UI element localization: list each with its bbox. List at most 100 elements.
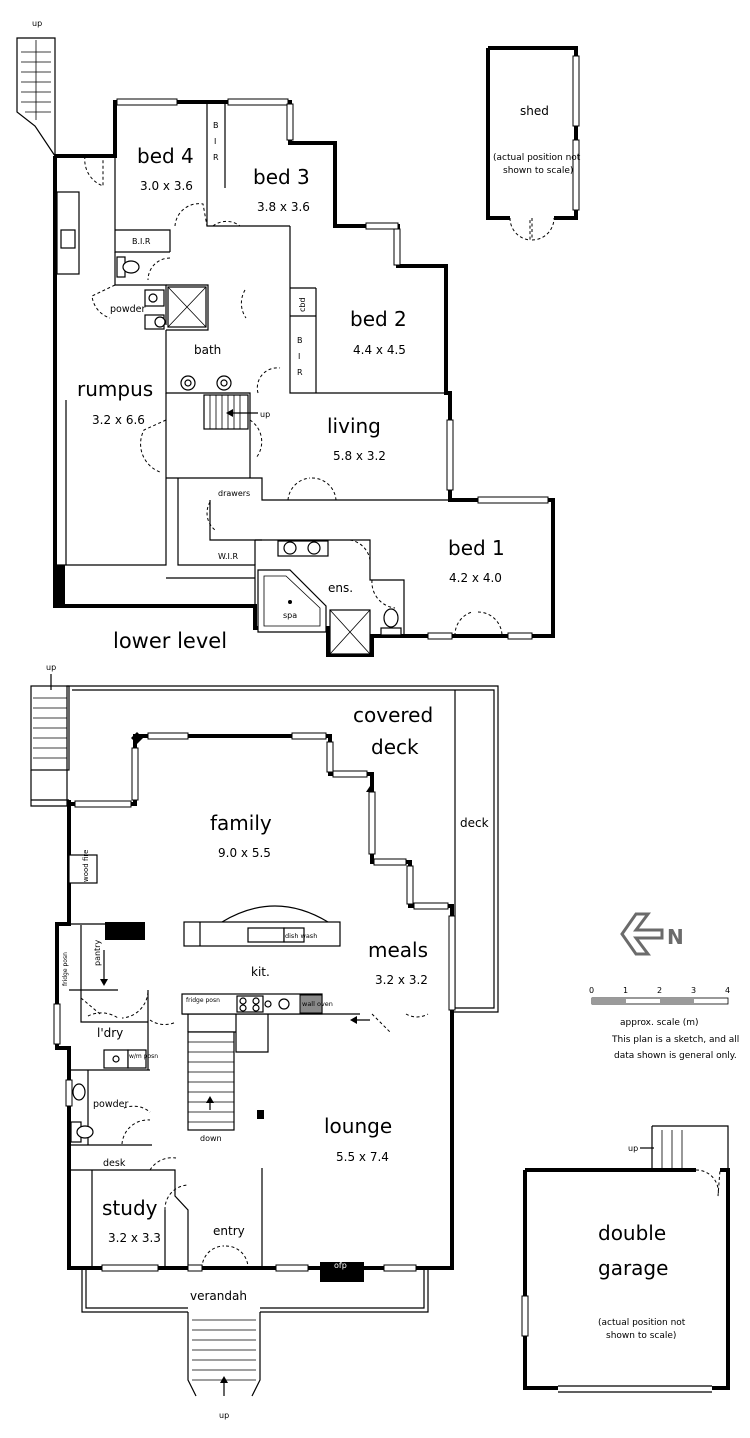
legend: N 0 1 2 3 4 approx. scale (m) This plan … [589,912,739,1061]
disclaimer-1: This plan is a sketch, and all [611,1035,739,1045]
family-name: family [210,811,272,835]
upper-external-stair: up [30,663,70,771]
family-dims: 9.0 x 5.5 [218,846,271,860]
down-label: down [200,1134,222,1143]
wir-label: W.I.R [218,552,238,561]
bath-label: bath [194,343,221,357]
upper-labels: covered deck deck family 9.0 x 5.5 meals… [62,703,489,1420]
verandah [81,1270,429,1397]
north-label: N [667,925,684,949]
covered-deck-line2: deck [371,735,419,759]
bed3-dims: 3.8 x 3.6 [257,200,310,214]
scale-tick-0: 0 [589,986,594,995]
front-stair-up: up [219,1411,229,1420]
ens-label: ens. [328,581,353,595]
lower-interior-walls [55,102,450,636]
bed1-dims: 4.2 x 4.0 [449,571,502,585]
desk-label: desk [103,1158,126,1169]
upper-powder-label: powder [93,1099,128,1110]
lower-level: up [16,19,555,657]
bed4-bir-r: R [213,153,219,162]
scale-tick-3: 3 [691,986,696,995]
shed-note-2: shown to scale) [503,166,573,176]
living-name: living [327,414,381,438]
bed4-bir-i: I [214,137,216,146]
dish-wash-label: dish wash [285,932,317,940]
bir-label: B.I.R [132,237,151,246]
study-dims: 3.2 x 3.3 [108,1231,161,1245]
lower-windows [116,98,549,640]
stair-up-label: up [32,19,42,28]
stair-up-lower: up [260,410,270,419]
bed2-bir-b: B [297,336,303,345]
bed3-name: bed 3 [253,165,310,189]
scale-tick-4: 4 [725,986,730,995]
north-arrow: N [620,912,684,956]
cbd-label: cbd [298,297,307,312]
pantry-label: pantry [93,940,102,966]
upper-doors [80,991,429,1269]
upper-fixtures [68,854,341,1143]
upper-interior-walls [57,923,360,1268]
ldry-label: l'dry [97,1026,123,1040]
bed4-bir-b: B [213,121,219,130]
wood-fire-label: wood fire [82,850,90,882]
bed4-dims: 3.0 x 3.6 [140,179,193,193]
lower-labels: bed 4 3.0 x 3.6 bed 3 3.8 x 3.6 bed 2 4.… [77,121,505,653]
covered-deck-line1: covered [353,703,433,727]
rumpus-dims: 3.2 x 6.6 [92,413,145,427]
deck-label: deck [460,816,489,830]
bed2-bir-i: I [298,352,300,361]
disclaimer-2: data shown is general only. [614,1051,737,1061]
ofp-label: ofp [334,1261,347,1270]
verandah-label: verandah [190,1289,247,1303]
bed2-dims: 4.4 x 4.5 [353,343,406,357]
bed4-name: bed 4 [137,144,194,168]
garage-note-2: shown to scale) [606,1331,676,1341]
study-name: study [102,1196,158,1220]
garage-name-line2: garage [598,1256,668,1280]
deck-outline [30,685,499,1013]
living-dims: 5.8 x 3.2 [333,449,386,463]
scale-tick-1: 1 [623,986,628,995]
ofp-hearth [320,1262,364,1282]
lounge-name: lounge [324,1114,392,1138]
shed: shed (actual position not shown to scale… [486,46,581,241]
post [257,1110,264,1119]
kit-label: kit. [251,965,270,979]
lounge-dims: 5.5 x 7.4 [336,1150,389,1164]
entry-label: entry [213,1224,245,1238]
meals-name: meals [368,938,428,962]
lower-doors [84,155,503,637]
scale-title: approx. scale (m) [620,1018,699,1028]
bed2-name: bed 2 [350,307,407,331]
powder-label: powder [110,304,145,315]
shed-note-1: (actual position not [493,153,581,163]
shed-name: shed [520,104,549,118]
scale-tick-2: 2 [657,986,662,995]
scale-bar: 0 1 2 3 4 approx. scale (m) This plan is… [589,986,739,1061]
garage-up-label: up [628,1144,638,1153]
rumpus-name: rumpus [77,377,153,401]
lower-column-block [55,565,65,605]
upper-level: up [30,663,499,1420]
wall-oven-label: wall oven [302,1000,333,1008]
upper-stair-up: up [46,663,56,672]
lower-level-caption: lower level [113,629,227,653]
spa-label: spa [283,611,297,620]
garage-note-1: (actual position not [598,1318,686,1328]
lower-external-stair: up [16,19,56,158]
meals-dims: 3.2 x 3.2 [375,973,428,987]
bed2-bir-r: R [297,368,303,377]
kitchen-column [105,922,145,940]
fridge-posn-pantry: fridge posn [62,952,69,986]
drawers-label: drawers [218,489,250,498]
wm-posn-label: w/m posn [129,1053,158,1060]
lower-fixtures [56,191,402,655]
double-garage: up double garage (actual position not sh… [521,1125,730,1393]
upper-windows [53,732,456,1272]
garage-name-line1: double [598,1221,666,1245]
bed1-name: bed 1 [448,536,505,560]
fridge-posn-kitchen: fridge posn [186,997,220,1004]
